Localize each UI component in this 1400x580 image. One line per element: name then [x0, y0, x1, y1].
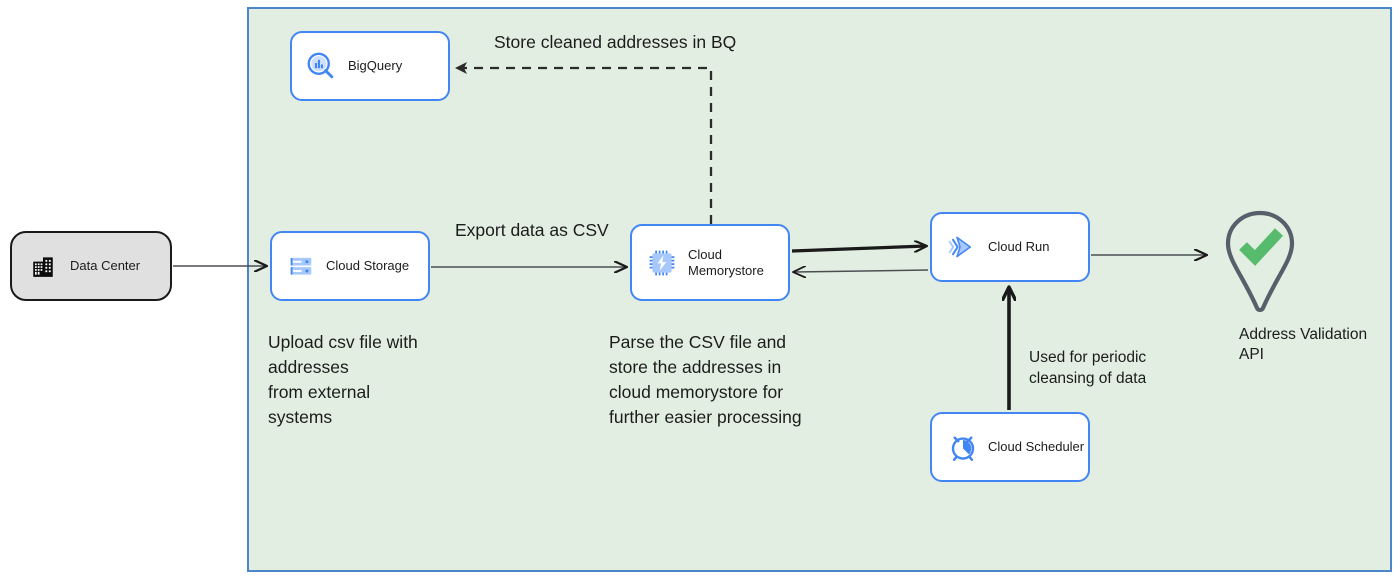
node-bigquery[interactable]: BigQuery	[290, 31, 450, 101]
node-label: Cloud Memorystore	[688, 247, 764, 278]
bigquery-icon	[306, 51, 336, 81]
node-cloud-storage[interactable]: Cloud Storage	[270, 231, 430, 301]
map-pin-check-icon	[1225, 210, 1295, 313]
address-validation-api-label: Address Validation API	[1239, 326, 1368, 363]
node-label: Cloud Run	[988, 239, 1050, 255]
data-center-icon	[30, 253, 56, 279]
caption-upload-csv: Upload csv file with addresses from exte…	[268, 332, 418, 427]
cloud-scheduler-icon	[948, 432, 978, 462]
edge-label-export-data-as-csv: Export data as CSV	[455, 220, 609, 240]
node-label: BigQuery	[348, 58, 403, 74]
address-validation-api-marker[interactable]	[1221, 208, 1299, 316]
node-cloud-scheduler[interactable]: Cloud Scheduler	[930, 412, 1090, 482]
cloud-storage-icon	[288, 253, 314, 279]
node-data-center[interactable]: Data Center	[10, 231, 172, 301]
cloud-memorystore-icon	[648, 249, 676, 277]
cloud-boundary-container	[247, 7, 1392, 572]
caption-periodic-cleansing: Used for periodic cleansing of data	[1029, 349, 1147, 387]
cloud-run-icon	[946, 232, 976, 262]
node-label: Cloud Scheduler	[988, 439, 1085, 455]
node-label: Cloud Storage	[326, 258, 410, 274]
node-label: Data Center	[70, 258, 141, 274]
node-cloud-run[interactable]: Cloud Run	[930, 212, 1090, 282]
edge-label-store-cleaned-addresses: Store cleaned addresses in BQ	[494, 32, 737, 52]
node-cloud-memorystore[interactable]: Cloud Memorystore	[630, 224, 790, 301]
caption-parse-csv: Parse the CSV file and store the address…	[609, 332, 802, 427]
